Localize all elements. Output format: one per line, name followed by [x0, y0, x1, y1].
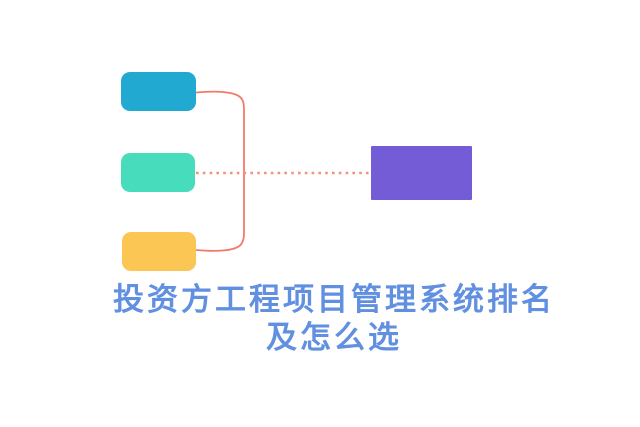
result-node	[371, 146, 472, 200]
title-line-1: 投资方工程项目管理系统排名	[113, 282, 555, 317]
branch-node-bottom	[122, 232, 196, 271]
bracket-connector	[195, 90, 245, 252]
branch-node-top	[121, 72, 196, 111]
diagram-title: 投资方工程项目管理系统排名 及怎么选	[28, 281, 640, 357]
branch-node-middle	[121, 153, 195, 192]
title-line-2: 及怎么选	[266, 320, 402, 355]
